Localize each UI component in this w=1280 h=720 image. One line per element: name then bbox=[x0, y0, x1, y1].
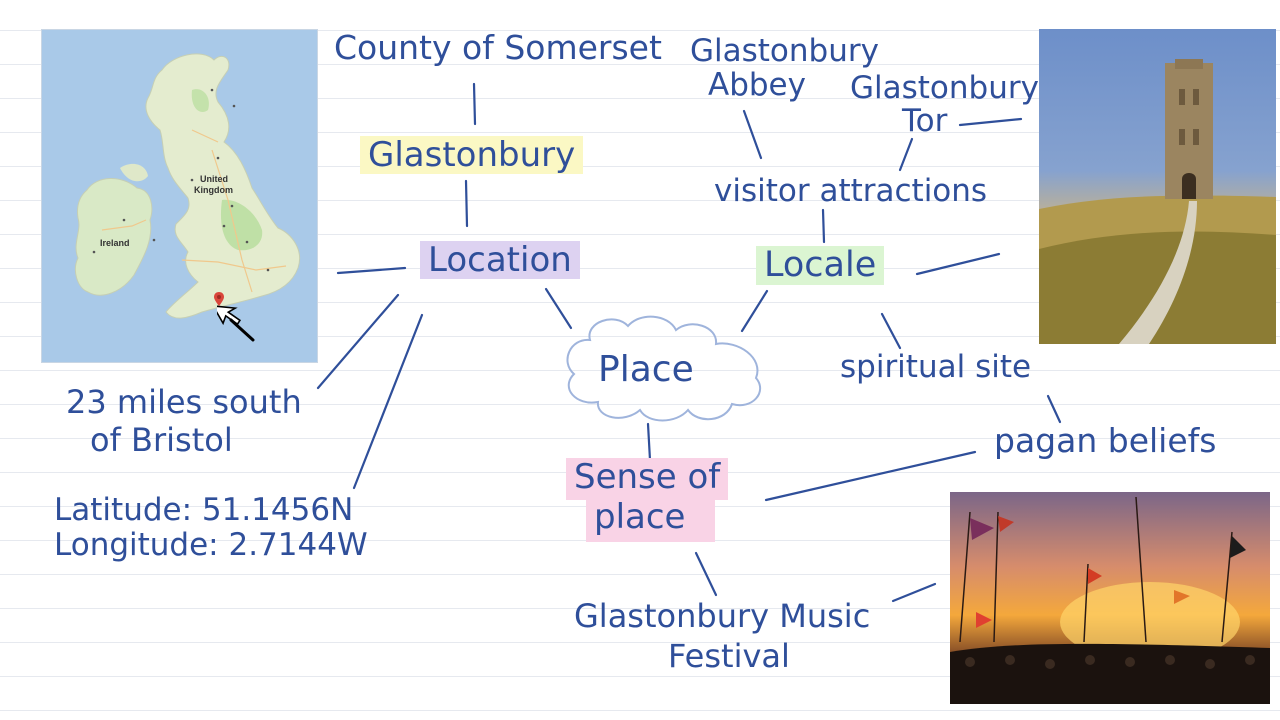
latitude-label: Latitude: 51.1456N bbox=[54, 492, 354, 528]
link-place-sense bbox=[646, 422, 652, 462]
uk-map-drawing bbox=[74, 53, 300, 319]
link-locale-spiritual bbox=[880, 312, 902, 350]
place-cloud-outline bbox=[566, 315, 762, 422]
abbey-line-1: Glastonbury bbox=[690, 33, 879, 69]
uk-map-image: United Kingdom Ireland bbox=[41, 29, 318, 363]
abbey-line-2: Abbey bbox=[708, 67, 806, 103]
tor-line-2: Tor bbox=[902, 103, 948, 139]
link-location-place bbox=[544, 287, 573, 330]
tor-line-1: Glastonbury bbox=[850, 70, 1039, 106]
link-tor-attractions bbox=[898, 137, 914, 172]
link-glastonbury-location bbox=[464, 179, 469, 228]
link-sense-beliefs bbox=[764, 450, 977, 502]
link-locale-photo bbox=[915, 252, 1001, 276]
distance-line-2: of Bristol bbox=[90, 421, 233, 459]
location-node: Location bbox=[420, 241, 580, 279]
pagan-beliefs-label: pagan beliefs bbox=[994, 421, 1217, 460]
map-label-united: United bbox=[200, 174, 228, 184]
glastonbury-tor-photo bbox=[1039, 29, 1276, 344]
festival-line-1: Glastonbury Music bbox=[574, 597, 871, 635]
pointer-cursor-icon bbox=[217, 304, 255, 342]
glastonbury-town-label: Glastonbury bbox=[360, 136, 584, 174]
visitor-attractions-label: visitor attractions bbox=[714, 173, 988, 209]
link-abbey-attractions bbox=[742, 109, 763, 160]
link-attractions-locale bbox=[821, 208, 826, 244]
glastonbury-festival-photo bbox=[950, 492, 1270, 704]
link-location-distance bbox=[316, 293, 400, 390]
link-sense-festival bbox=[694, 551, 718, 597]
map-label-kingdom: Kingdom bbox=[194, 185, 233, 195]
link-county-glastonbury bbox=[472, 82, 477, 126]
link-tor-photo bbox=[958, 117, 1023, 127]
county-label: County of Somerset bbox=[334, 28, 662, 67]
longitude-label: Longitude: 2.7144W bbox=[54, 527, 368, 563]
link-spiritual-beliefs bbox=[1046, 394, 1062, 424]
sense-of-place-line-2: place bbox=[586, 498, 716, 542]
festival-line-2: Festival bbox=[668, 637, 790, 675]
sense-of-place-line-1: Sense of bbox=[566, 458, 729, 500]
tor-drawing bbox=[1039, 59, 1276, 344]
link-location-map bbox=[336, 266, 407, 275]
locale-node: Locale bbox=[756, 246, 885, 285]
link-locale-place bbox=[740, 289, 769, 333]
spiritual-site-label: spiritual site bbox=[840, 349, 1032, 385]
festival-drawing bbox=[950, 496, 1270, 704]
map-label-ireland: Ireland bbox=[100, 238, 130, 248]
link-festival-photo bbox=[891, 582, 937, 603]
link-location-coordinates bbox=[352, 313, 424, 490]
place-center-node: Place bbox=[598, 349, 694, 390]
distance-line-1: 23 miles south bbox=[66, 383, 302, 421]
map-pin-icon bbox=[214, 292, 224, 306]
